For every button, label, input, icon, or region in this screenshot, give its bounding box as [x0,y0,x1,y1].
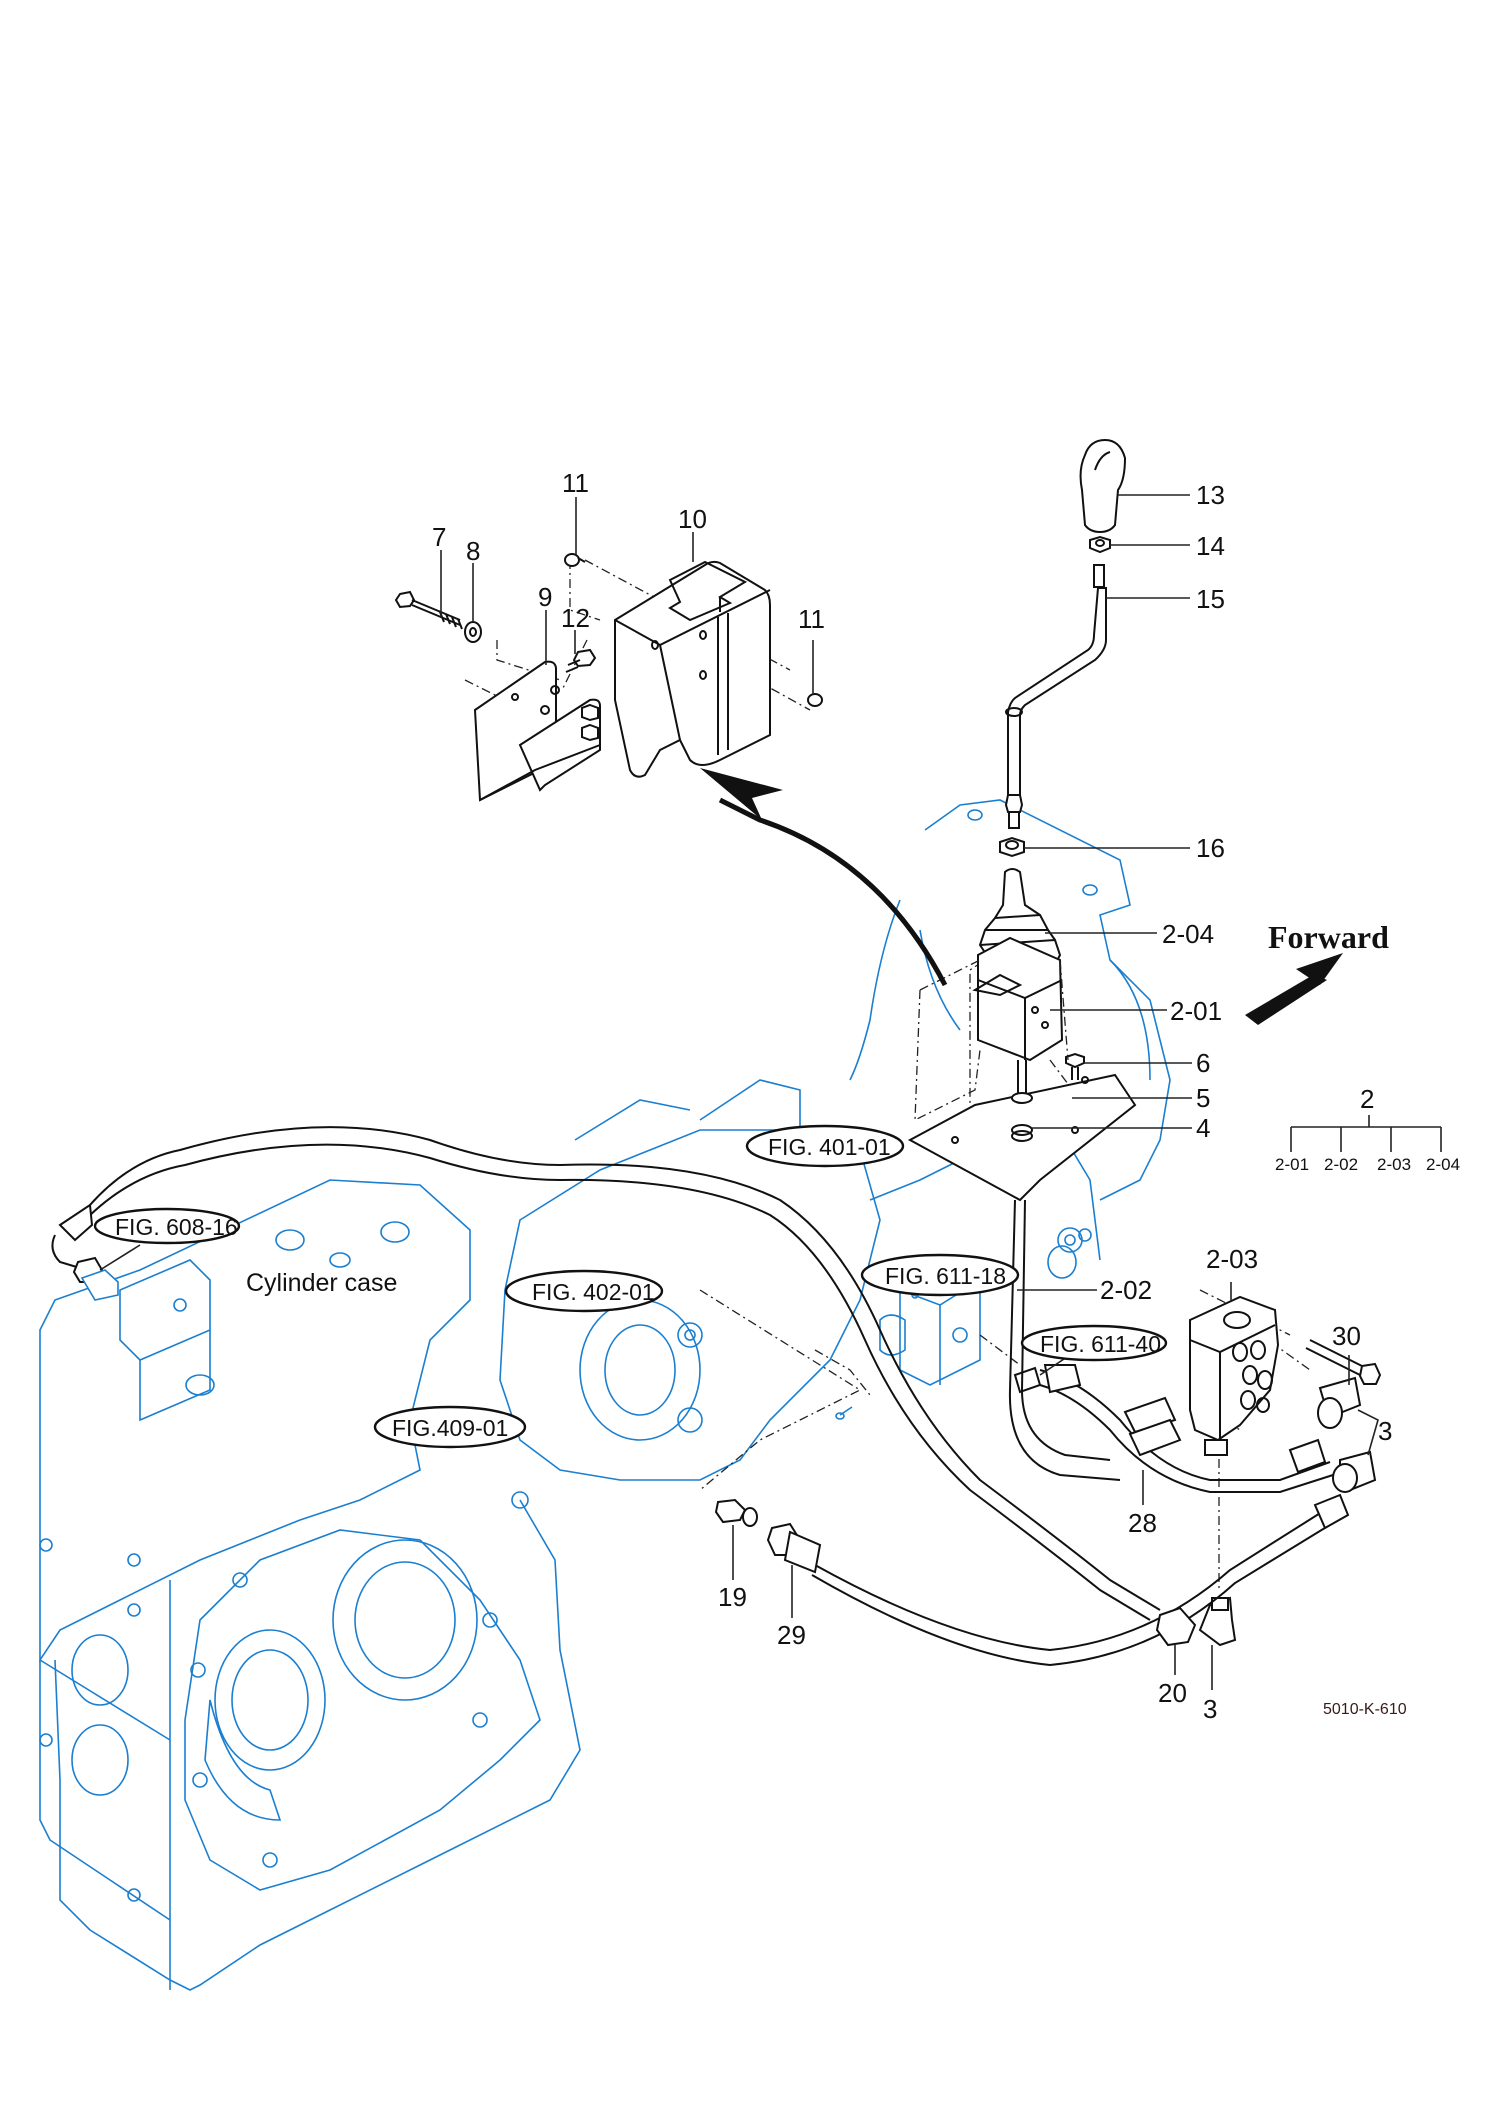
callout-28: 28 [1128,1508,1157,1538]
forward-direction-label: Forward [1268,919,1389,955]
callout-3-lower: 3 [1203,1694,1217,1724]
bolt-6 [1065,1052,1085,1080]
valve-housing-2-01 [972,936,1064,1140]
callout-2-03: 2-03 [1206,1244,1258,1274]
bolt-30 [1305,1339,1382,1385]
callout-30: 30 [1332,1321,1361,1351]
callout-7: 7 [432,522,446,552]
elbow-3-middle [1332,1450,1377,1493]
figure-reference-402-01-label[interactable]: FIG. 402-01 [532,1279,655,1305]
cylinder-case-label: Cylinder case [246,1269,397,1297]
cover-10 [614,560,771,778]
fitting-611-40 [1013,1366,1042,1394]
assembly-tree: 2 2-01 2-02 2-03 2-04 [1275,1084,1460,1174]
callout-2-02: 2-02 [1100,1275,1152,1305]
callout-labels: 7 8 9 10 11 11 12 13 14 15 16 2-04 2-01 … [432,468,1392,1724]
callout-29: 29 [777,1620,806,1650]
transmission-housing-context [39,799,1171,1991]
hose-608-16 [51,1126,1161,1621]
figure-reference-611-40[interactable]: FIG. 611-40 [1020,1324,1168,1362]
figure-reference-409-01[interactable]: FIG.409-01 [373,1405,527,1449]
forward-arrow-icon [1245,953,1343,1025]
mounting-plate-5 [907,1073,1137,1202]
elbow-3-upper [1317,1376,1362,1429]
callout-2-04: 2-04 [1162,919,1214,949]
callout-5: 5 [1196,1083,1210,1113]
callout-20: 20 [1158,1678,1187,1708]
spring-4 [1011,1092,1033,1142]
figure-reference-409-01-label[interactable]: FIG.409-01 [392,1415,508,1441]
callout-15: 15 [1196,584,1225,614]
hose-29 [766,1493,1350,1667]
lever-15 [1004,564,1107,829]
callout-19: 19 [718,1582,747,1612]
callout-6: 6 [1196,1048,1210,1078]
figure-reference-608-16[interactable]: FIG. 608-16 [93,1207,241,1245]
callout-2-01: 2-01 [1170,996,1222,1026]
valve-2-03 [1189,1295,1280,1456]
fitting-19 [714,1498,758,1527]
figure-reference-608-16-label[interactable]: FIG. 608-16 [115,1214,238,1240]
figure-reference-401-01[interactable]: FIG. 401-01 [745,1124,905,1168]
elbow-3-lower [1198,1596,1237,1647]
callout-10: 10 [678,504,707,534]
nut-16 [999,836,1025,858]
screw-11-top [564,553,586,567]
bolt-12 [565,648,597,673]
bracket-9 [473,660,601,802]
figure-reference-611-18[interactable]: FIG. 611-18 [860,1253,1020,1297]
fitting-20 [1155,1606,1197,1647]
figure-reference-611-40-label[interactable]: FIG. 611-40 [1040,1331,1161,1357]
hose-28 [1039,1364,1334,1493]
drawing-code: 5010-K-610 [1323,1701,1407,1718]
relocation-arrow [700,768,948,987]
figure-reference-401-01-label[interactable]: FIG. 401-01 [768,1134,891,1160]
screw-11-right [807,693,823,707]
bolt-7 [394,590,463,630]
assembly-tree-child-2-02: 2-02 [1324,1155,1358,1174]
callout-9: 9 [538,582,552,612]
knob-13 [1079,438,1127,534]
callout-4: 4 [1196,1113,1210,1143]
callout-13: 13 [1196,480,1225,510]
callout-11-right: 11 [798,604,825,634]
callout-12: 12 [561,603,590,633]
cable-2-02 [1008,1199,1121,1481]
nut-14 [1089,535,1111,554]
callout-3-upper: 3 [1378,1416,1392,1446]
assembly-tree-child-2-01: 2-01 [1275,1155,1309,1174]
assembly-tree-child-2-03: 2-03 [1377,1155,1411,1174]
leader-lines [99,494,1379,1690]
assembly-tree-child-2-04: 2-04 [1426,1155,1460,1174]
callout-11-top: 11 [562,468,589,498]
figure-reference-402-01[interactable]: FIG. 402-01 [504,1269,664,1313]
callout-8: 8 [466,536,480,566]
assembly-tree-parent: 2 [1360,1084,1374,1114]
callout-14: 14 [1196,531,1225,561]
callout-16: 16 [1196,833,1225,863]
washer-8 [464,621,482,643]
figure-reference-611-18-label[interactable]: FIG. 611-18 [885,1263,1006,1289]
